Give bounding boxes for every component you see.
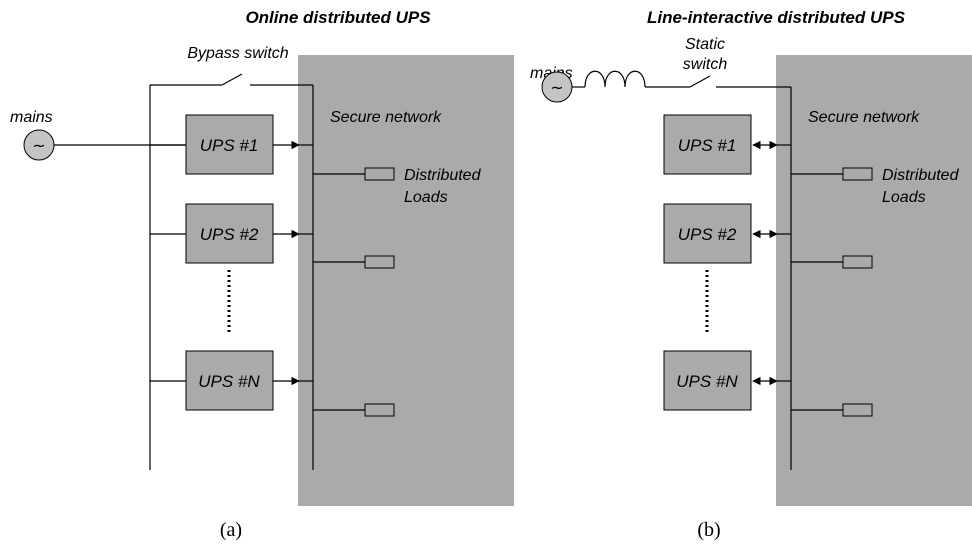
distributed-loads-label-line1: Distributed bbox=[404, 167, 482, 184]
load-2-icon bbox=[842, 255, 873, 269]
distributed-loads-label-line1: Distributed bbox=[882, 167, 960, 184]
load-2-icon bbox=[364, 255, 395, 269]
secure-network-label: Secure network bbox=[808, 109, 920, 126]
panel-a-title: Online distributed UPS bbox=[245, 8, 431, 27]
panel-b-title: Line-interactive distributed UPS bbox=[647, 8, 906, 27]
tilde-symbol: ~ bbox=[32, 136, 45, 155]
ups-n-label: UPS #N bbox=[676, 372, 738, 391]
distributed-loads-label-line2: Loads bbox=[404, 189, 448, 206]
load-n-icon bbox=[364, 403, 395, 417]
bypass-switch-label: Bypass switch bbox=[187, 45, 288, 62]
secure-network-area bbox=[776, 55, 972, 506]
distributed-loads-label-line2: Loads bbox=[882, 189, 926, 206]
static-switch-label-line2: switch bbox=[683, 56, 728, 73]
ups-1-label: UPS #1 bbox=[678, 136, 737, 155]
ups-1-box bbox=[185, 114, 274, 175]
ups-2-label: UPS #2 bbox=[200, 225, 259, 244]
mains-label: mains bbox=[10, 109, 53, 126]
ups-2-label: UPS #2 bbox=[678, 225, 737, 244]
panel-a: Online distributed UPS Secure network ma… bbox=[10, 8, 514, 541]
inductor-icon bbox=[584, 70, 646, 88]
bypass-switch-icon bbox=[221, 73, 243, 86]
panel-b-caption: (b) bbox=[697, 519, 720, 541]
load-n-icon bbox=[842, 403, 873, 417]
ups-n-label: UPS #N bbox=[198, 372, 260, 391]
panel-b: Line-interactive distributed UPS Secure … bbox=[530, 8, 972, 541]
tilde-symbol: ~ bbox=[550, 78, 563, 97]
ups-1-label: UPS #1 bbox=[200, 136, 259, 155]
load-1-icon bbox=[364, 167, 395, 181]
secure-network-label: Secure network bbox=[330, 109, 442, 126]
panel-a-caption: (a) bbox=[220, 519, 242, 541]
ups-2-box bbox=[663, 203, 752, 264]
secure-network-area bbox=[298, 55, 514, 506]
static-switch-label-line1: Static bbox=[685, 36, 725, 53]
load-1-icon bbox=[842, 167, 873, 181]
ups-n-box bbox=[663, 350, 752, 411]
ups-1-box bbox=[663, 114, 752, 175]
static-switch-icon bbox=[689, 75, 711, 88]
